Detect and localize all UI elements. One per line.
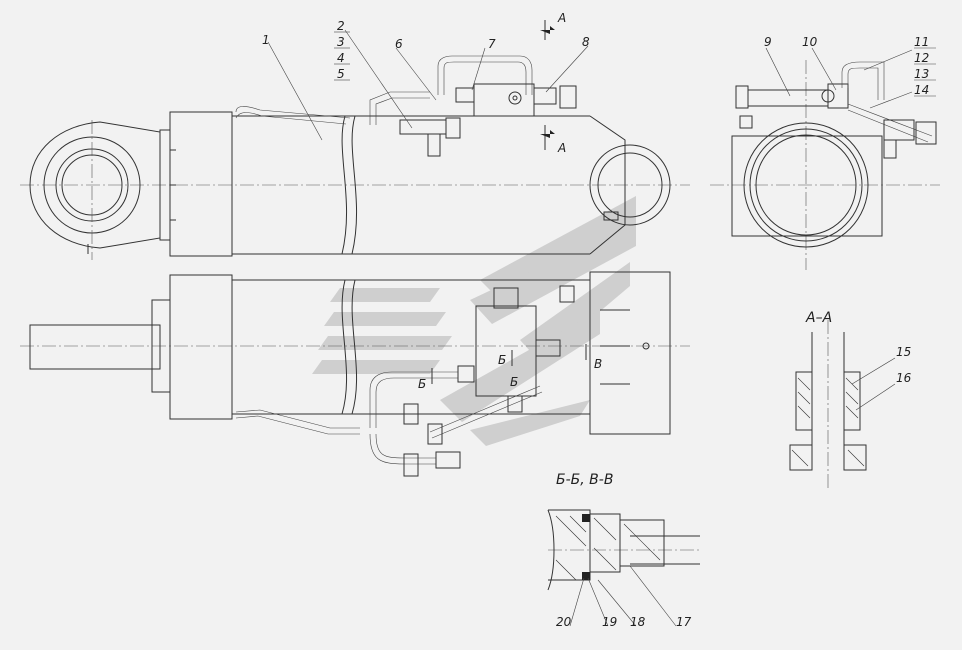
callout-1: 1: [262, 33, 270, 47]
callout-17: 17: [676, 615, 692, 629]
callout-2: 2: [337, 19, 345, 33]
watermark-logo: [312, 196, 636, 446]
callout-14: 14: [914, 83, 929, 97]
callout-8: 8: [582, 35, 590, 49]
cylinder-plan-view: [20, 271, 690, 477]
callout-20: 20: [556, 615, 572, 629]
callout-6: 6: [395, 37, 403, 51]
callout-7: 7: [488, 37, 496, 51]
callout-5: 5: [337, 67, 345, 81]
callout-3: 3: [337, 35, 345, 49]
section-title-bb-vv: Б-Б, В-В: [556, 472, 613, 488]
view-mark-b-right: Б: [510, 375, 518, 389]
cylinder-side-view: [710, 60, 940, 270]
section-title-aa: А–А: [805, 310, 832, 326]
section-aa-detail: [789, 320, 867, 490]
callout-16: 16: [896, 371, 912, 385]
callout-11: 11: [914, 35, 929, 49]
section-bb-detail: [547, 509, 700, 591]
labels: 1 2 3 4 5 6 7 8 9 10 11 12 13 14 15 16 1…: [262, 11, 929, 629]
callout-9: 9: [764, 35, 772, 49]
callout-10: 10: [802, 35, 818, 49]
callout-19: 19: [602, 615, 617, 629]
cylinder-main-view: [20, 20, 690, 260]
callout-13: 13: [914, 67, 929, 81]
view-mark-a-top: А: [557, 11, 566, 25]
view-mark-a-bottom: А: [557, 141, 566, 155]
callout-4: 4: [337, 51, 345, 65]
view-mark-b-mid: Б: [498, 353, 506, 367]
leader-lines: [267, 29, 936, 627]
view-mark-v-right: В: [594, 357, 602, 371]
callout-15: 15: [896, 345, 911, 359]
callout-12: 12: [914, 51, 929, 65]
callout-18: 18: [630, 615, 646, 629]
view-mark-b-left: Б: [418, 377, 426, 391]
